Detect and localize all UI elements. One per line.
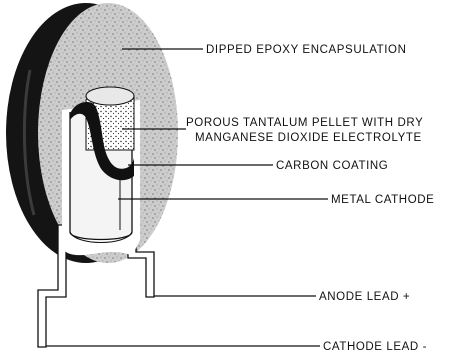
label-epoxy: DIPPED EPOXY ENCAPSULATION — [206, 44, 407, 56]
label-cathode-lead: CATHODE LEAD - — [323, 341, 427, 353]
label-pellet-line2: MANGANESE DIOXIDE ELECTROLYTE — [195, 132, 422, 144]
tantalum-pellet-top — [86, 87, 134, 105]
label-pellet-line1: POROUS TANTALUM PELLET WITH DRY — [186, 117, 423, 129]
label-anode-lead: ANODE LEAD + — [319, 291, 410, 303]
label-carbon-coating: CARBON COATING — [276, 160, 388, 172]
label-metal-cathode: METAL CATHODE — [331, 194, 434, 206]
